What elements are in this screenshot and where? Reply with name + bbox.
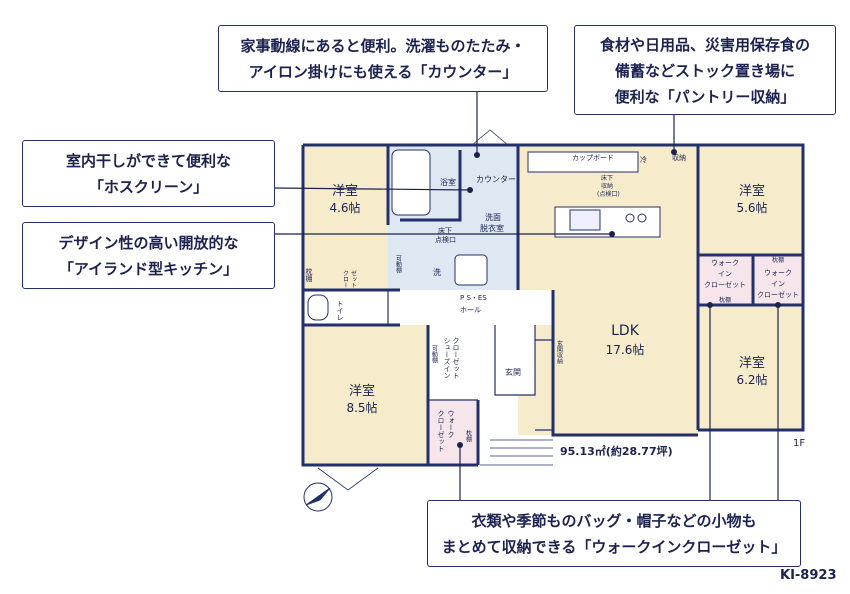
ps-es-label: P S・ES xyxy=(460,294,487,302)
room-46-size: 4.6帖 xyxy=(329,200,360,215)
callout-pantry-line3: 便利な「パントリー収納」 xyxy=(614,88,796,106)
wic-right-c: クローゼット xyxy=(757,290,799,299)
kitchen-sink xyxy=(569,209,601,231)
toilet-label: トイレ xyxy=(336,300,344,321)
cupboard-label: カップボード xyxy=(572,154,614,162)
shoes-label-2: クローゼット xyxy=(452,337,460,379)
pillow-shelf-label-4: 枕棚 xyxy=(772,256,784,264)
callout-pantry-line1: 食材や日用品、災害用保存食の xyxy=(599,36,810,54)
wash-label: 洗面 xyxy=(485,212,501,222)
fridge-label: 冷 xyxy=(640,155,647,164)
closet-b-label: ゼット xyxy=(350,269,357,288)
room-62-name: 洋室 xyxy=(739,355,765,371)
callout-counter: 家事動線にあると便利。洗濯ものたたみ・ アイロン掛けにも使える「カウンター」 xyxy=(218,25,548,92)
floor-label: 1F xyxy=(793,438,805,449)
callout-island-line2: 「アイランド型キッチン」 xyxy=(58,260,239,278)
toilet-bowl xyxy=(307,294,329,321)
kitchen-note-2: 収納 xyxy=(601,182,613,190)
wic-right-b: イン xyxy=(771,280,785,288)
room-46-name: 洋室 xyxy=(332,183,358,199)
leader-lines xyxy=(274,92,779,500)
shoes-label-1: シューズイン xyxy=(443,337,451,379)
fixtures xyxy=(307,149,661,321)
entrance-label: 玄関 xyxy=(505,367,521,377)
counter-label: カウンター xyxy=(476,175,516,184)
leader-dots xyxy=(457,149,781,448)
compass-icon xyxy=(303,482,333,512)
thin-walls xyxy=(387,290,554,431)
kitchen-note-1: 床下 xyxy=(601,174,613,182)
pillow-shelf-label-3: 枕棚 xyxy=(719,296,731,304)
washbasin xyxy=(454,254,488,286)
movable-shelf-label-2: 可動棚 xyxy=(431,345,438,364)
callout-pantry: 食材や日用品、災害用保存食の 備蓄などストック置き場に 便利な「パントリー収納」 xyxy=(574,25,836,115)
wic-right-a: ウォーク xyxy=(764,269,792,277)
bath-label: 浴室 xyxy=(440,177,456,187)
room-56-name: 洋室 xyxy=(739,183,765,199)
wic-left-a: ウォーク xyxy=(447,410,455,438)
cupboard-unit xyxy=(527,151,639,173)
callout-island: デザイン性の高い開放的な 「アイランド型キッチン」 xyxy=(22,222,275,289)
callout-island-line1: デザイン性の高い開放的な xyxy=(58,234,239,252)
callout-wic-line1: 衣類や季節ものバッグ・帽子などの小物も xyxy=(471,512,757,530)
callout-hoscreen-line2: 「ホスクリーン」 xyxy=(88,178,209,196)
wic-mid-b: イン xyxy=(718,270,732,278)
wic-left-c: クローゼット xyxy=(437,410,445,452)
plan-code: KI-8923 xyxy=(780,568,837,583)
pillow-shelf-label-2: 枕棚 xyxy=(465,429,472,443)
wic-mid-c: クローゼット xyxy=(704,280,746,289)
ldk-name: LDK xyxy=(611,323,640,339)
floor-fills xyxy=(303,145,803,465)
stove-burner xyxy=(625,213,635,223)
sink-label: 洗 xyxy=(433,267,441,277)
wic-mid-a: ウォーク xyxy=(711,259,739,267)
movable-shelf-label: 可動棚 xyxy=(395,255,402,274)
walls xyxy=(301,143,805,467)
genkan-storage-label: 玄関収納 xyxy=(556,339,563,365)
callout-hoscreen: 室内干しができて便利な 「ホスクリーン」 xyxy=(22,140,275,207)
callout-hoscreen-line1: 室内干しができて便利な xyxy=(65,152,231,170)
bathtub xyxy=(391,149,431,216)
room-56-size: 5.6帖 xyxy=(736,200,767,215)
inspection-label: 点検口 xyxy=(435,235,456,244)
callout-counter-line1: 家事動線にあると便利。洗濯ものたたみ・ xyxy=(240,37,526,55)
callout-counter-line2: アイロン掛けにも使える「カウンター」 xyxy=(248,63,518,81)
callout-wic: 衣類や季節ものバッグ・帽子などの小物も まとめて収納できる「ウォークインクローゼ… xyxy=(427,500,801,567)
kitchen-note-3: (点検口) xyxy=(597,190,620,198)
hall-label: ホール xyxy=(460,306,481,314)
room-85-size: 8.5帖 xyxy=(346,400,377,415)
closet-a-label: クロー xyxy=(342,270,349,288)
wash2-label: 脱衣室 xyxy=(480,223,504,233)
underfloor-label: 床下 xyxy=(438,226,452,235)
stove-burner xyxy=(637,213,647,223)
callout-wic-line2: まとめて収納できる「ウォークインクローゼット」 xyxy=(441,538,787,556)
room-85-name: 洋室 xyxy=(349,383,375,399)
pillow-shelf-label: 枕棚 xyxy=(305,267,313,283)
porch xyxy=(317,129,553,491)
pantry-label: 収納 xyxy=(672,153,686,162)
ldk-size: 17.6帖 xyxy=(606,342,645,357)
area-text: 95.13㎡(約28.77坪) xyxy=(560,444,673,458)
room-62-size: 6.2帖 xyxy=(736,372,767,387)
callout-pantry-line2: 備蓄などストック置き場に xyxy=(614,62,795,80)
